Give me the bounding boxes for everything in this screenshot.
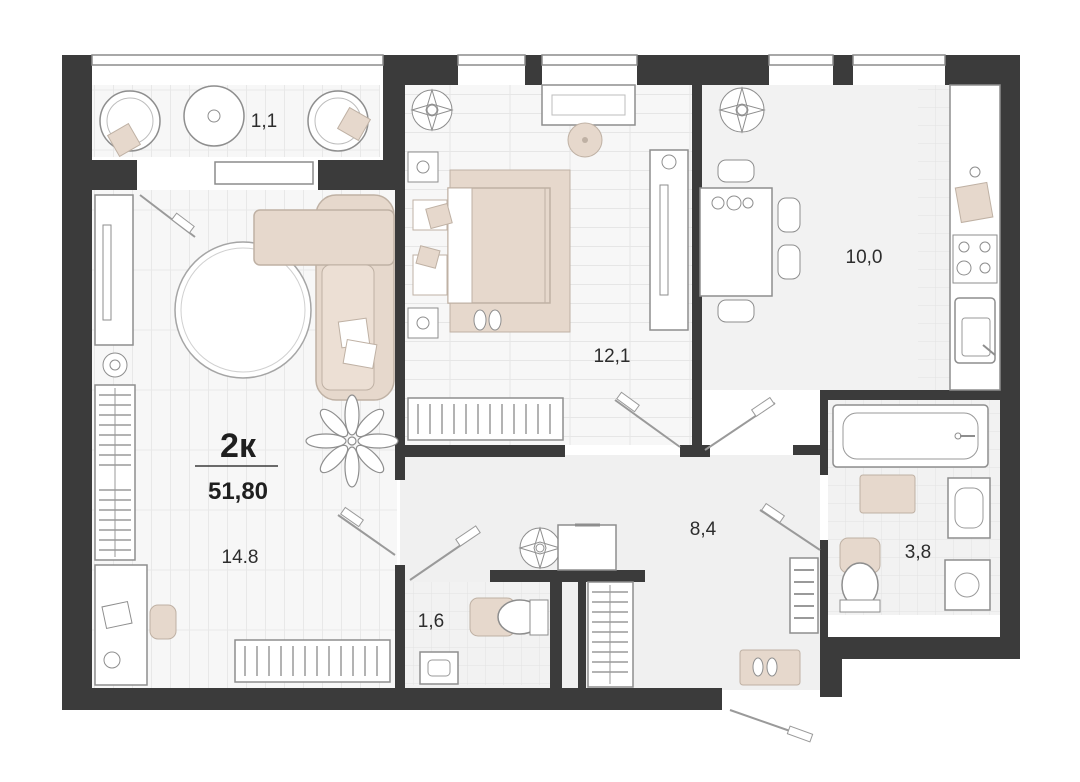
wall-toilet-top xyxy=(490,570,645,582)
wall-bathroom-stub xyxy=(793,445,828,455)
apartment-total-area: 51,80 xyxy=(208,478,268,505)
hallway-furniture xyxy=(409,523,819,743)
area-label-toilet: 1,6 xyxy=(418,611,444,632)
balcony-door-sill xyxy=(214,161,314,185)
plant-living xyxy=(102,352,128,378)
nightstand-top xyxy=(407,151,439,183)
wc-sink xyxy=(419,651,459,685)
wall-living-bedroom-lower xyxy=(395,190,405,480)
floor-plant xyxy=(305,394,399,488)
washing-machine xyxy=(944,559,991,611)
window-balcony xyxy=(91,54,384,66)
nightstand-bottom xyxy=(407,307,439,339)
sink xyxy=(954,297,996,364)
wall-outer-left xyxy=(62,55,92,710)
chair-bottom xyxy=(717,299,755,323)
wall-top-5 xyxy=(833,55,853,85)
wall-toilet-left xyxy=(395,565,405,690)
wall-bedroom-kitchen xyxy=(692,85,702,455)
radiator-bedroom xyxy=(407,397,564,441)
wardrobe-hallway xyxy=(587,581,634,688)
living-room-furniture xyxy=(94,194,399,686)
radiator-living xyxy=(234,639,391,683)
balcony-table xyxy=(183,85,245,147)
wall-bathroom-left-bottom xyxy=(820,540,828,640)
wall-top-1 xyxy=(62,55,92,85)
area-label-living-room: 14.8 xyxy=(222,547,259,568)
wall-outer-bottom xyxy=(62,688,722,710)
wall-kitchen-bottom xyxy=(820,390,1000,400)
bathroom-furniture xyxy=(759,404,991,613)
wall-balcony-bottom-left xyxy=(62,160,137,190)
window-kitchen-1 xyxy=(768,54,834,66)
area-label-bathroom: 3,8 xyxy=(905,542,931,563)
balcony-furniture xyxy=(99,85,372,158)
shoe-rack xyxy=(789,557,819,634)
desk-chair xyxy=(149,604,177,640)
laptop xyxy=(101,600,133,630)
window-bedroom-2 xyxy=(541,54,638,66)
tv-stand xyxy=(94,194,134,346)
wall-top-4 xyxy=(637,55,769,85)
wall-toilet-right xyxy=(550,570,562,690)
area-label-kitchen: 10,0 xyxy=(846,247,883,268)
windows xyxy=(91,54,946,185)
kitchen-furniture xyxy=(699,84,1001,451)
room-labels: 1,1 12,1 10,0 14.8 8,4 3,8 1,6 xyxy=(222,111,932,632)
wall-outer-right xyxy=(1000,55,1020,655)
wall-right-lower xyxy=(820,637,842,697)
walls xyxy=(62,55,1020,710)
wall-right-step xyxy=(820,637,1020,659)
bathtub xyxy=(832,404,989,468)
plant-kitchen xyxy=(718,86,766,134)
dining-table xyxy=(699,187,773,297)
chair-top xyxy=(717,159,755,183)
wall-living-bedroom xyxy=(383,85,405,190)
wall-closet-left xyxy=(578,570,586,690)
wall-top-2 xyxy=(383,55,458,85)
bath-mat xyxy=(859,474,916,514)
chair-right-2 xyxy=(777,244,801,280)
hallway-console xyxy=(557,524,617,571)
bedroom-furniture xyxy=(407,84,689,448)
wall-top-3 xyxy=(525,55,542,85)
area-label-balcony: 1,1 xyxy=(251,111,277,132)
bathroom-sink xyxy=(947,477,991,539)
cutting-board xyxy=(954,181,994,224)
wall-bathroom-left-top xyxy=(820,390,828,475)
stove xyxy=(952,234,998,284)
apartment-summary: 2к 51,80 xyxy=(195,427,278,505)
window-kitchen-2 xyxy=(852,54,946,66)
wall-bedroom-bottom xyxy=(395,445,565,457)
plant-bedroom xyxy=(410,88,454,132)
area-label-bedroom: 12,1 xyxy=(594,346,631,367)
armchair-bedroom xyxy=(541,84,636,126)
wardrobe-living xyxy=(94,384,136,561)
round-rug xyxy=(174,241,312,379)
apartment-type-label: 2к xyxy=(220,427,257,465)
area-label-hallway: 8,4 xyxy=(690,519,717,540)
plant-hallway xyxy=(518,526,562,570)
toilet-furniture xyxy=(419,597,549,685)
chair-right-1 xyxy=(777,197,801,233)
dresser xyxy=(649,149,689,331)
window-bedroom-1 xyxy=(457,54,526,66)
